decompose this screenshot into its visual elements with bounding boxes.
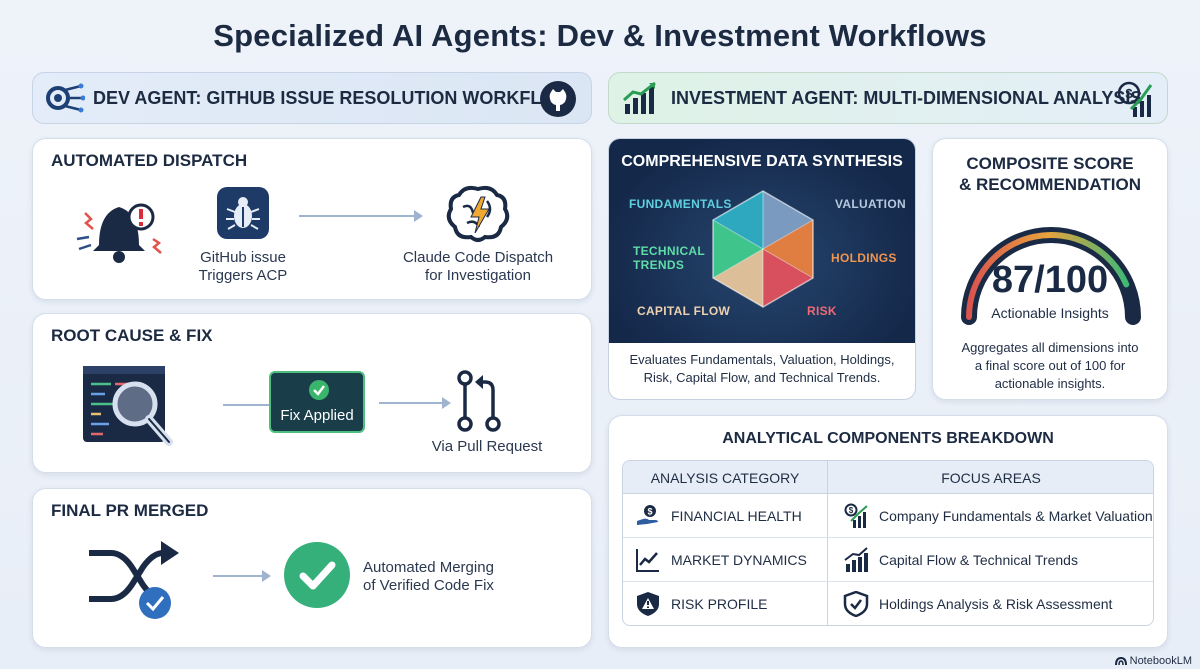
brain-bolt-icon — [446, 185, 510, 242]
valuation-segment — [763, 191, 813, 249]
technical-trends-segment — [713, 220, 763, 278]
shield-check-icon — [843, 591, 869, 617]
code-search-icon — [83, 366, 173, 446]
dollar-growth-icon: $ — [1117, 81, 1153, 117]
fix-applied-box: Fix Applied — [269, 371, 365, 433]
data-synthesis-title: COMPREHENSIVE DATA SYNTHESIS — [621, 153, 903, 170]
bar-chart-up-icon — [844, 547, 868, 572]
footer-brand: NotebookLM — [1129, 655, 1192, 667]
capital-flow-segment — [713, 249, 763, 307]
valuation-label: VALUATION — [835, 197, 906, 211]
row-focus: Company Fundamentals & Market Valuation — [879, 508, 1153, 524]
table-row: $ FINANCIAL HEALTH $ Company Fundamental… — [623, 494, 1153, 538]
growth-chart-icon — [623, 81, 656, 114]
score-subtitle: Actionable Insights — [991, 305, 1109, 321]
dev-agent-banner-label: DEV AGENT: GITHUB ISSUE RESOLUTION WORKF… — [93, 87, 573, 108]
data-synthesis-caption: Evaluates Fundamentals, Valuation, Holdi… — [629, 352, 895, 385]
root-cause-card: ROOT CAUSE & FIX Fix Applied Via Pull Re… — [32, 313, 592, 473]
data-synthesis-card: COMPREHENSIVE DATA SYNTHESIS FUNDAMENTAL… — [608, 138, 916, 400]
risk-label: RISK — [807, 304, 837, 318]
github-icon — [540, 81, 576, 117]
root-cause-title: ROOT CAUSE & FIX — [51, 326, 213, 345]
check-circle-icon — [309, 380, 329, 400]
header-focus: FOCUS AREAS — [941, 470, 1041, 486]
row-category: MARKET DYNAMICS — [671, 552, 807, 568]
holdings-label: HOLDINGS — [831, 251, 897, 265]
composite-score-title: COMPOSITE SCORE& RECOMMENDATION — [959, 154, 1141, 194]
score-gauge — [961, 227, 1141, 325]
column-divider — [827, 461, 828, 625]
dispatch-arrow — [299, 210, 423, 222]
investment-agent-banner-label: INVESTMENT AGENT: MULTI-DIMENSIONAL ANAL… — [671, 87, 1143, 108]
table-row: MARKET DYNAMICS Capital Flow & Technical… — [623, 538, 1153, 582]
holdings-segment — [763, 220, 813, 278]
capital-flow-label: CAPITAL FLOW — [637, 304, 731, 318]
breakdown-table: ANALYSIS CATEGORY FOCUS AREAS $ FINANCIA… — [622, 460, 1154, 626]
final-pr-title: FINAL PR MERGED — [51, 501, 209, 520]
header-category: ANALYSIS CATEGORY — [650, 470, 800, 486]
automated-dispatch-title: AUTOMATED DISPATCH — [51, 151, 248, 170]
merge-arrows-icon — [89, 541, 179, 619]
fundamentals-segment — [713, 191, 763, 249]
row-category: FINANCIAL HEALTH — [671, 508, 802, 524]
breakdown-title: ANALYTICAL COMPONENTS BREAKDOWN — [722, 430, 1054, 447]
svg-text:$: $ — [647, 507, 652, 517]
fix-applied-label: Fix Applied — [280, 407, 354, 424]
page-title: Specialized AI Agents: Dev & Investment … — [213, 18, 987, 53]
investment-agent-banner: INVESTMENT AGENT: MULTI-DIMENSIONAL ANAL… — [608, 72, 1168, 124]
hexagon-prism-diagram — [712, 190, 814, 308]
dev-agent-banner: DEV AGENT: GITHUB ISSUE RESOLUTION WORKF… — [32, 72, 592, 124]
check-circle-large-icon — [284, 542, 350, 608]
risk-segment — [763, 249, 813, 307]
data-synthesis-panel: COMPREHENSIVE DATA SYNTHESIS FUNDAMENTAL… — [609, 139, 915, 343]
score-value: 87/100 — [991, 259, 1109, 301]
line-chart-icon — [636, 549, 659, 572]
row-focus: Holdings Analysis & Risk Assessment — [879, 596, 1113, 612]
notebooklm-footer: NotebookLM — [1114, 655, 1192, 667]
notebooklm-logo-icon — [1114, 656, 1127, 666]
table-row: RISK PROFILE Holdings Analysis & Risk As… — [623, 582, 1153, 625]
hand-coin-icon: $ — [637, 505, 658, 525]
alert-bell-icon — [76, 203, 162, 263]
gear-circuit-icon — [46, 83, 85, 113]
table-header: ANALYSIS CATEGORY FOCUS AREAS — [623, 461, 1153, 494]
row-category: RISK PROFILE — [671, 596, 768, 612]
pull-request-icon — [457, 370, 501, 432]
chart-bars-dollar-icon: $ — [844, 503, 868, 528]
gauge-fill — [966, 232, 1130, 320]
row-focus: Capital Flow & Technical Trends — [879, 552, 1078, 568]
svg-text:$: $ — [849, 506, 854, 515]
merge-arrow — [213, 570, 271, 582]
fix-arrow-right — [379, 397, 451, 409]
bug-icon — [217, 187, 269, 239]
fundamentals-label: FUNDAMENTALS — [629, 197, 732, 211]
warning-shield-icon — [637, 592, 659, 616]
svg-text:$: $ — [1125, 86, 1133, 101]
pull-request-caption: Via Pull Request — [431, 438, 543, 455]
composite-score-card: COMPOSITE SCORE& RECOMMENDATION 87/100 A… — [932, 138, 1168, 400]
